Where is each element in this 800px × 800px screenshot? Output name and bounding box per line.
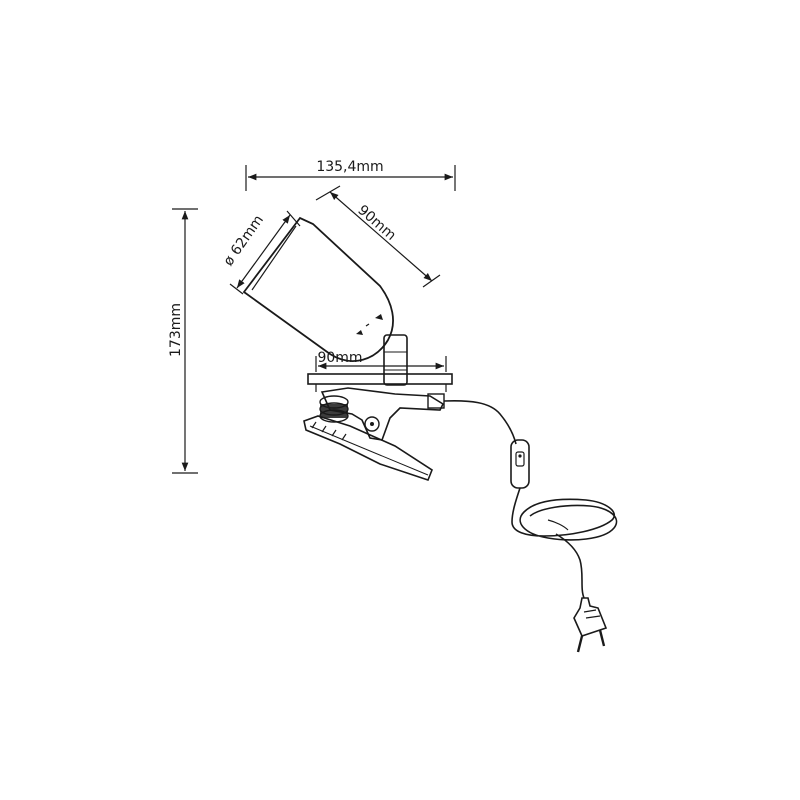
shade-length-label: 90mm (354, 202, 399, 244)
power-cable (443, 399, 618, 599)
lamp-shade (242, 216, 394, 362)
height-dimension: 173mm (168, 208, 198, 474)
shade-vent-mark (356, 330, 363, 335)
shade-length-dimension: 90mm (315, 185, 441, 288)
base-width-dimension: 90mm (315, 350, 447, 372)
width-label: 135,4mm (316, 159, 383, 175)
height-label: 173mm (168, 303, 184, 357)
base-width-label: 90mm (317, 350, 362, 366)
width-dimension: 135,4mm (245, 159, 456, 191)
inline-switch (510, 439, 530, 489)
base-plate (307, 373, 453, 392)
spring-clip (303, 387, 445, 481)
shade-vent-mark (375, 314, 383, 320)
shade-diameter-dimension: ø 62mm (221, 210, 301, 295)
power-plug (573, 597, 608, 653)
swivel-joint (383, 334, 408, 386)
shade-diameter-label: ø 62mm (221, 212, 267, 269)
